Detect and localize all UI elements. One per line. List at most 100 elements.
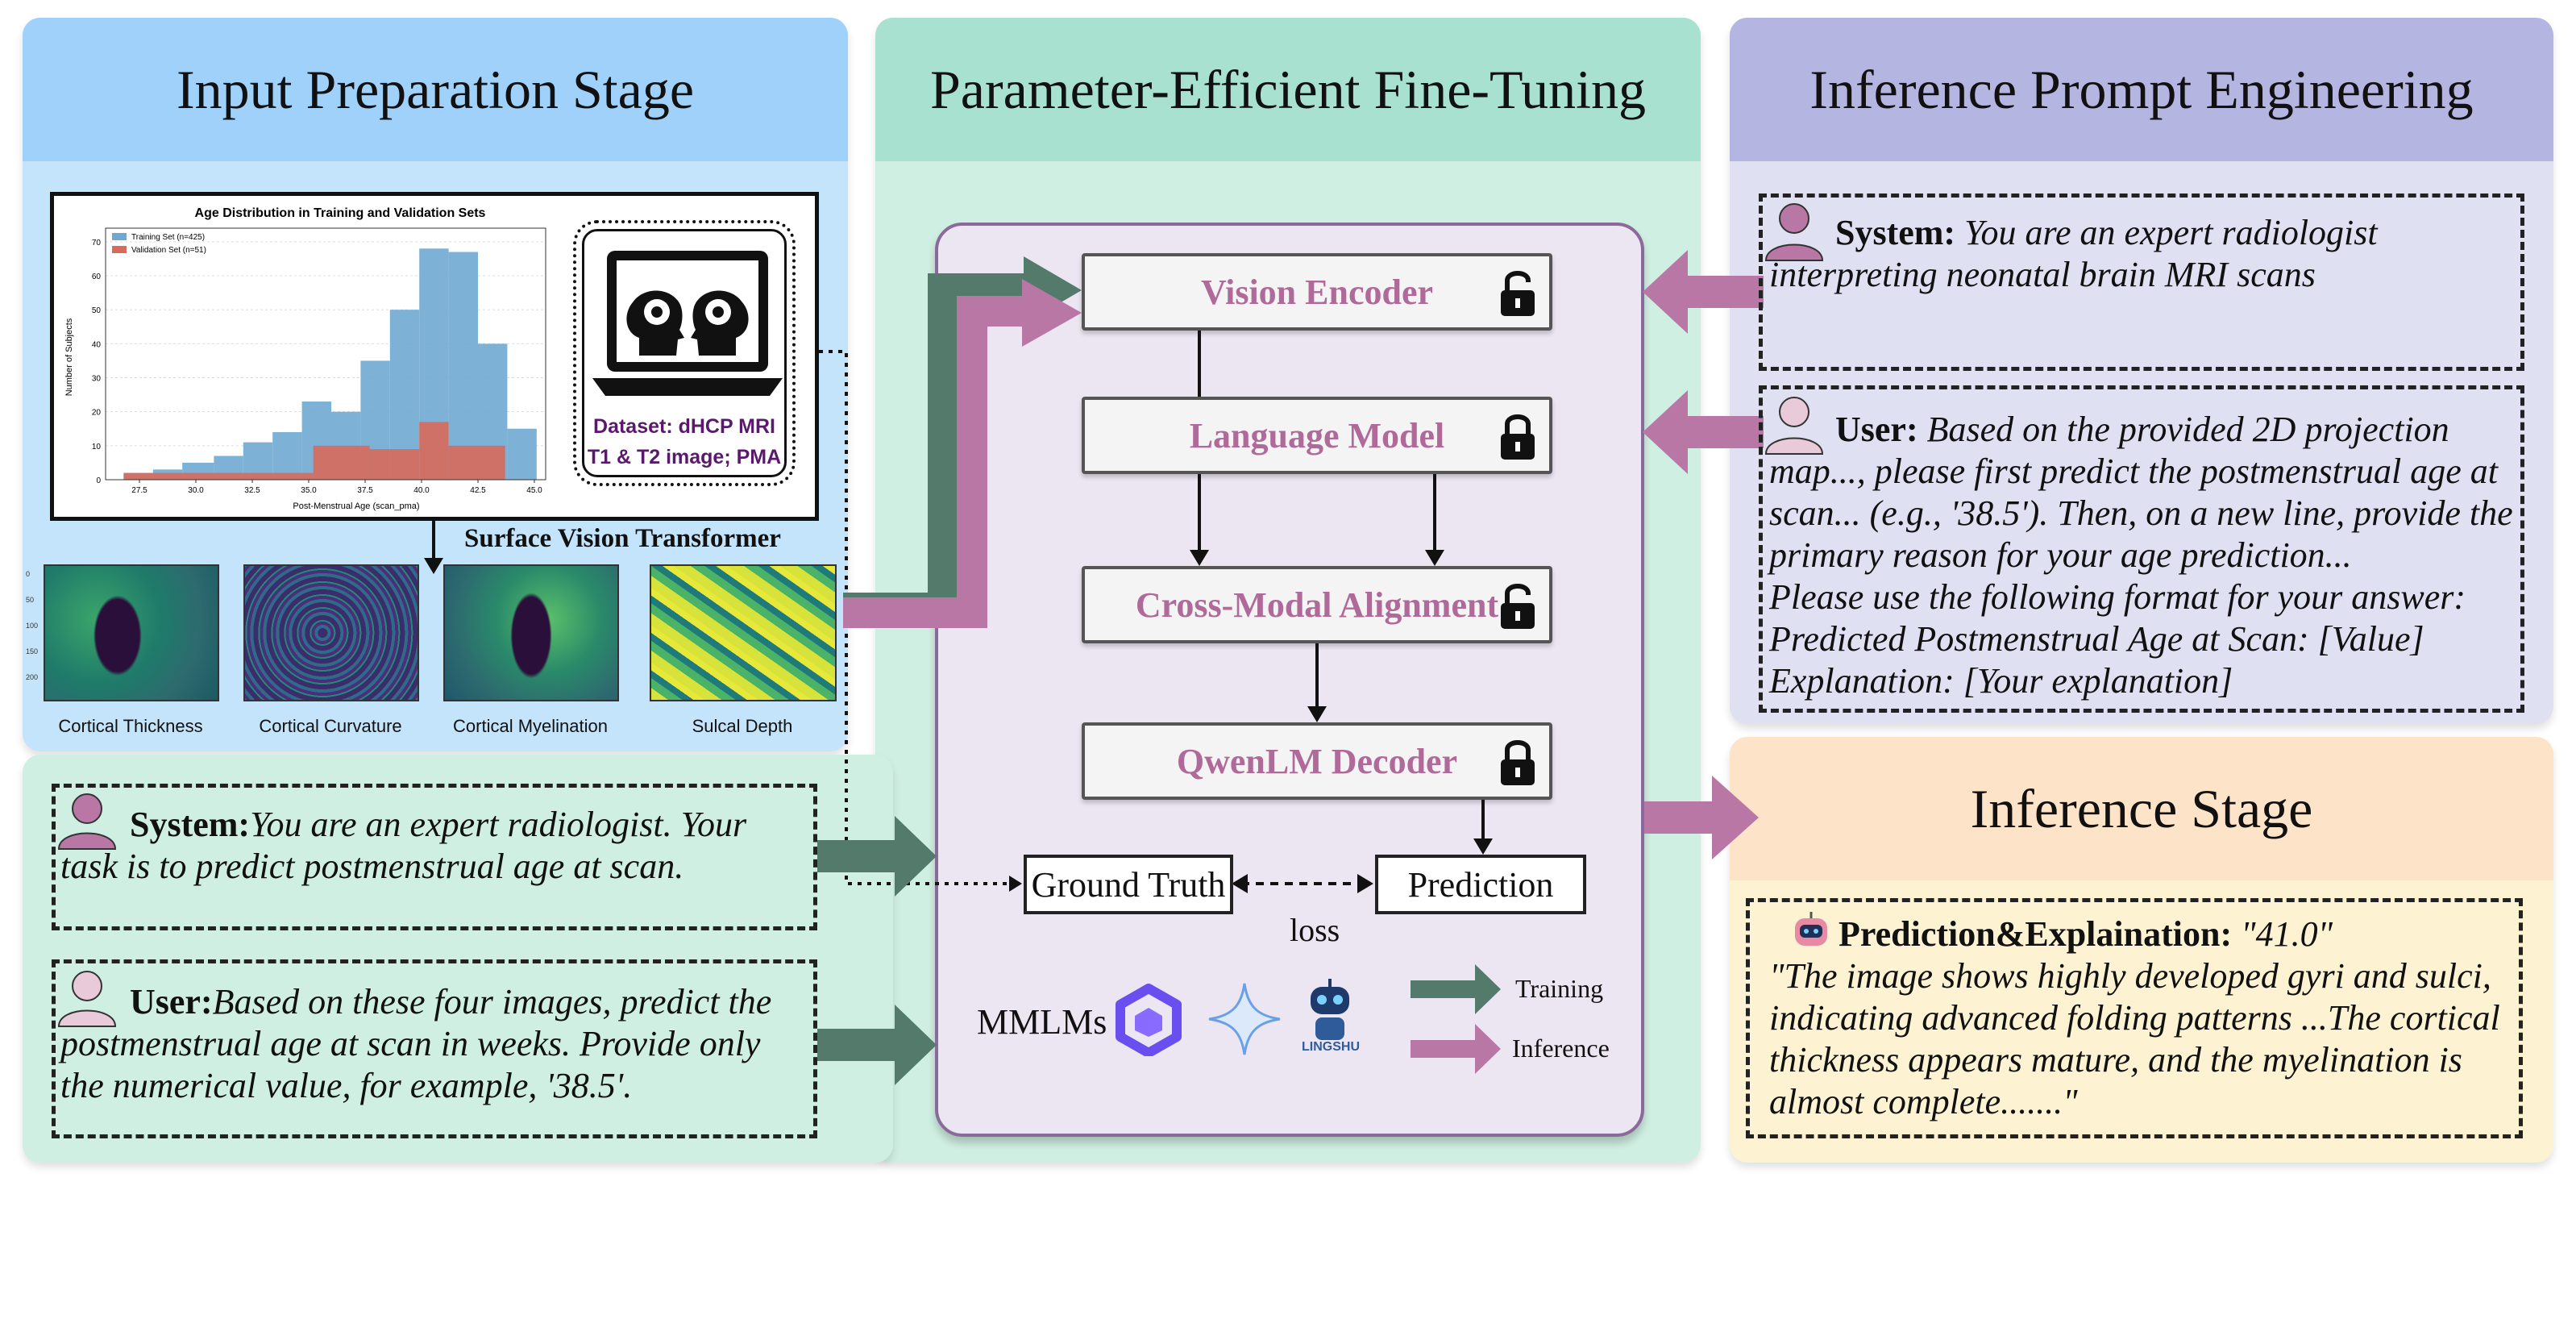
lingshu-robot-icon bbox=[1311, 979, 1349, 1040]
training-bar bbox=[448, 252, 478, 480]
map-sulcal-depth bbox=[625, 561, 843, 722]
infer-user-label: User: bbox=[1835, 410, 1918, 449]
caption-sulcal: Sulcal Depth bbox=[692, 716, 793, 736]
legend-training-label: Training bbox=[1515, 974, 1604, 1003]
validation-bar bbox=[313, 445, 370, 480]
svt-label: Surface Vision Transformer bbox=[464, 524, 781, 553]
input-title: Input Preparation Stage bbox=[176, 58, 695, 120]
inference-output-value: "41.0" bbox=[2241, 914, 2333, 954]
infer-system-text-block: System: You are an expert radiologist in… bbox=[1769, 212, 2514, 296]
legend-swatch bbox=[112, 246, 127, 253]
y-tick-label: 60 bbox=[92, 273, 102, 281]
dataset-stamp: Dataset: dHCP MRI T1 & T2 image; PMA bbox=[573, 220, 796, 486]
qwenlm-decoder-label: QwenLM Decoder bbox=[1176, 741, 1458, 781]
legend-entry: Validation Set (n=51) bbox=[131, 246, 206, 255]
y-tick-label: 50 bbox=[92, 306, 102, 315]
lingshu-label: LINGSHU bbox=[1302, 1040, 1360, 1054]
infer-system-text: You are an expert radiologist interpreti… bbox=[1769, 213, 2378, 294]
prediction-box: Prediction bbox=[1375, 855, 1586, 914]
y-tick-label: 70 bbox=[92, 239, 102, 248]
dataset-line-2: T1 & T2 image; PMA bbox=[587, 446, 782, 468]
y-tick-label: 10 bbox=[92, 443, 102, 451]
x-tick-label: 45.0 bbox=[526, 486, 542, 495]
infer-user-text-block: User: Based on the provided 2D projectio… bbox=[1769, 409, 2514, 576]
map-cortical-curvature bbox=[226, 561, 422, 722]
train-user-prompt: User:Based on these four images, predict… bbox=[52, 959, 817, 1138]
ground-truth-label: Ground Truth bbox=[1031, 864, 1226, 905]
train-user-text: Based on these four images, predict the … bbox=[60, 982, 772, 1105]
training-bar bbox=[272, 431, 302, 480]
train-prompt-panel bbox=[23, 755, 893, 1163]
map-cortical-myelination bbox=[426, 561, 622, 722]
caption-myelination: Cortical Myelination bbox=[453, 716, 608, 736]
x-tick-label: 40.0 bbox=[413, 486, 430, 495]
caption-curvature: Cortical Curvature bbox=[259, 716, 402, 736]
brain-laptop-icon bbox=[592, 251, 783, 396]
qwen-logo-icon bbox=[1116, 984, 1182, 1056]
thickness-image bbox=[44, 564, 219, 701]
sulcal-depth-image bbox=[650, 564, 837, 701]
infer-user-text: Based on the provided 2D projection map.… bbox=[1769, 410, 2513, 575]
inference-output-box: Prediction&Explaination: "41.0" "The ima… bbox=[1746, 898, 2523, 1138]
unlock-icon bbox=[1501, 584, 1535, 629]
training-legend-arrow bbox=[1411, 964, 1501, 1014]
vision-encoder[interactable]: Vision Encoder bbox=[1082, 253, 1552, 331]
curvature-image bbox=[243, 564, 419, 701]
inference-output-head: Prediction&Explaination: "41.0" bbox=[1769, 912, 2512, 955]
x-tick-label: 30.0 bbox=[188, 486, 204, 495]
qwenlm-decoder[interactable]: QwenLM Decoder bbox=[1082, 722, 1552, 800]
inference-header: Inference Stage bbox=[1730, 737, 2553, 880]
inference-output-label: Prediction&Explaination: bbox=[1839, 914, 2233, 954]
user-avatar-icon bbox=[1764, 397, 1824, 455]
inference-legend-arrow bbox=[1411, 1024, 1501, 1074]
ground-truth-box: Ground Truth bbox=[1024, 855, 1233, 914]
chart-xlabel: Post-Menstrual Age (scan_pma) bbox=[293, 501, 419, 511]
x-tick-label: 27.5 bbox=[131, 486, 147, 495]
peft-title: Parameter-Efficient Fine-Tuning bbox=[929, 58, 1647, 120]
x-tick-label: 32.5 bbox=[244, 486, 260, 495]
format-line-2: Predicted Postmenstrual Age at Scan: [Va… bbox=[1769, 619, 2424, 659]
input-header: Input Preparation Stage bbox=[23, 18, 848, 161]
train-system-text: You are an expert radiologist. Your task… bbox=[60, 805, 747, 886]
unlock-icon bbox=[1501, 271, 1535, 316]
model-box bbox=[935, 223, 1644, 1137]
lock-icon bbox=[1501, 740, 1535, 785]
prompt-title: Inference Prompt Engineering bbox=[1809, 58, 2474, 120]
user-avatar-icon bbox=[57, 971, 117, 1027]
inference-title: Inference Stage bbox=[1970, 777, 2313, 839]
format-line-3: Explanation: [Your explanation] bbox=[1769, 661, 2233, 701]
legend-entry: Training Set (n=425) bbox=[131, 233, 205, 242]
chart-to-maps-arrow bbox=[424, 521, 443, 574]
prompt-header: Inference Prompt Engineering bbox=[1730, 18, 2553, 161]
validation-bar bbox=[369, 449, 420, 480]
train-user-label: User: bbox=[130, 982, 213, 1021]
myelination-image bbox=[443, 564, 619, 701]
validation-bar bbox=[123, 472, 185, 480]
chart-ylabel: Number of Subjects bbox=[64, 318, 74, 396]
prediction-label: Prediction bbox=[1407, 864, 1554, 905]
x-tick-label: 42.5 bbox=[470, 486, 486, 495]
lock-icon bbox=[1501, 414, 1535, 460]
y-tick-label: 30 bbox=[92, 375, 102, 384]
train-system-text-block: System:You are an expert radiologist. Yo… bbox=[60, 804, 807, 888]
mmlms-label: MMLMs bbox=[977, 1002, 1107, 1042]
infer-system-prompt: System: You are an expert radiologist in… bbox=[1759, 193, 2524, 371]
dataset-line-1: Dataset: dHCP MRI bbox=[593, 415, 775, 438]
system-avatar-icon bbox=[57, 793, 117, 850]
gemini-logo-icon bbox=[1208, 983, 1281, 1055]
language-model[interactable]: Language Model bbox=[1082, 397, 1552, 474]
train-system-label: System: bbox=[130, 805, 251, 844]
inference-output-text: "The image shows highly developed gyri a… bbox=[1769, 956, 2500, 1121]
robot-icon bbox=[1795, 912, 1827, 946]
validation-bar bbox=[448, 445, 505, 480]
system-avatar-icon bbox=[1764, 203, 1824, 261]
chart-title: Age Distribution in Training and Validat… bbox=[195, 206, 486, 220]
cross-modal-label: Cross-Modal Alignment bbox=[1135, 585, 1499, 625]
infer-user-prompt: User: Based on the provided 2D projectio… bbox=[1759, 385, 2524, 713]
y-tick-label: 0 bbox=[96, 476, 101, 485]
validation-bar bbox=[185, 472, 251, 480]
loss-label: loss bbox=[1290, 912, 1340, 948]
cross-modal-alignment[interactable]: Cross-Modal Alignment bbox=[1082, 566, 1552, 643]
